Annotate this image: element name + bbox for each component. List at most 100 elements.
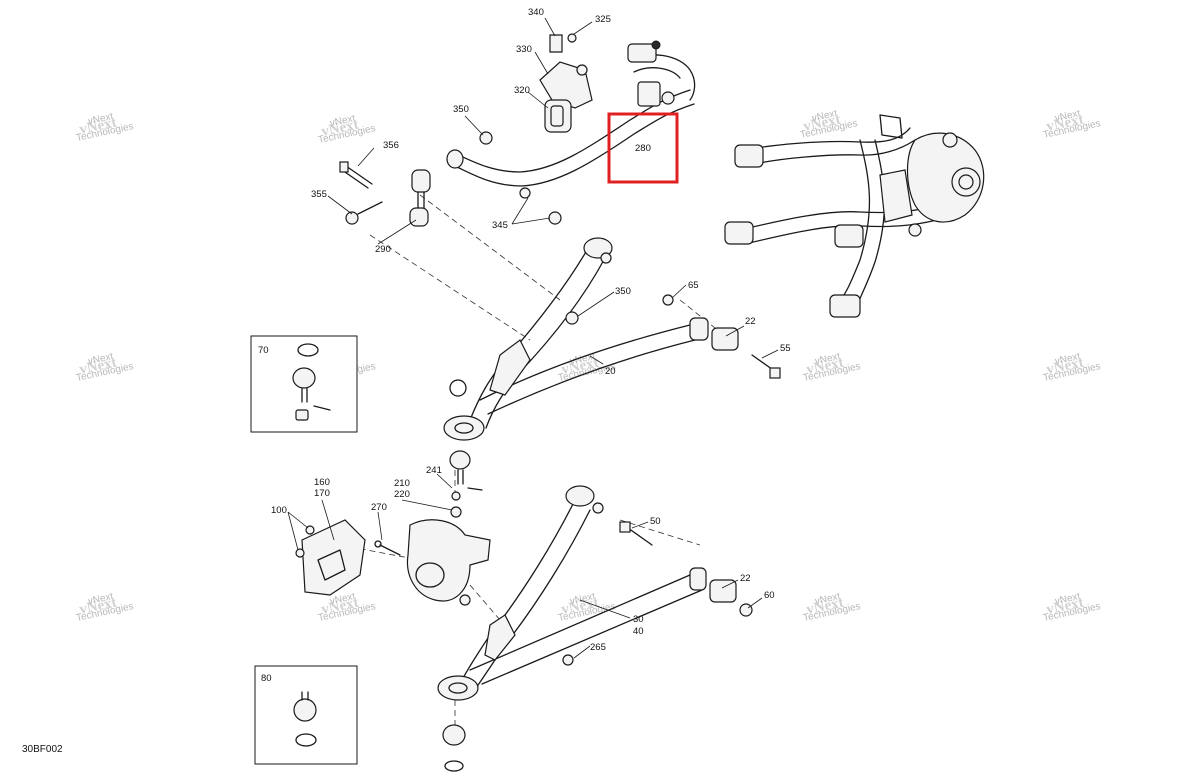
ball-joint	[292, 367, 316, 389]
bolt-icon	[549, 34, 563, 53]
callout-355: 355	[311, 189, 327, 200]
link-bushing-top	[411, 169, 431, 193]
callout-22: 22	[740, 573, 751, 584]
watermark-line1: vNext	[1054, 591, 1082, 607]
knuckle-assembled	[906, 132, 985, 223]
bolt-icon	[357, 201, 383, 215]
circlip-icon	[297, 343, 319, 357]
sleeve	[711, 327, 739, 351]
sway-link-bushing	[637, 81, 661, 107]
callout-350: 350	[615, 286, 631, 297]
assembly-lines	[339, 194, 731, 740]
watermark-big: vNext	[78, 595, 118, 618]
circlip-icon	[449, 379, 467, 397]
ball-joint	[293, 698, 317, 722]
frame-bushing	[724, 221, 754, 245]
bolt-icon	[379, 544, 401, 556]
callouts: 340 325 330 320 350 356 355 345 290 280 …	[258, 7, 791, 684]
bolt-icon	[345, 165, 373, 185]
watermark-line1: vNext	[1054, 108, 1082, 124]
watermark-line1: vNext	[87, 111, 115, 127]
callout-80: 80	[261, 673, 272, 684]
ball-joint-housing	[443, 415, 485, 441]
knuckle-guard	[295, 506, 491, 606]
inset-box-70	[250, 335, 358, 433]
callout-220: 220	[394, 489, 410, 500]
nut-icon	[739, 603, 753, 617]
callout-320: 320	[514, 85, 530, 96]
callout-55: 55	[780, 343, 791, 354]
watermark-line1: vNext	[329, 591, 357, 607]
watermark-line1: vNext	[814, 351, 842, 367]
frame-bushing	[829, 294, 861, 318]
watermark-big: vNext	[320, 595, 360, 618]
watermark-line1: vNext	[87, 591, 115, 607]
steering-knuckle	[406, 519, 491, 602]
watermark-line1: vNext	[1054, 351, 1082, 367]
callout-40: 40	[633, 626, 644, 637]
callout-330: 330	[516, 44, 532, 55]
nut-icon	[519, 187, 531, 199]
sway-bar-end	[446, 149, 464, 169]
upper-a-arm	[443, 237, 781, 501]
callout-30: 30	[633, 614, 644, 625]
watermark-big: vNext	[805, 355, 845, 378]
callout-270: 270	[371, 502, 387, 513]
callout-100: 100	[271, 505, 287, 516]
watermark-line1: vNext	[329, 113, 357, 129]
callout-20: 20	[605, 366, 616, 377]
callout-22: 22	[745, 316, 756, 327]
callout-265: 265	[590, 642, 606, 653]
bolt-icon	[567, 33, 577, 43]
nut-icon	[295, 409, 309, 421]
watermarks: vNext vNext Technologies vNext vNext Tec…	[75, 108, 1101, 624]
screw-icon	[295, 548, 305, 558]
callout-160: 160	[314, 477, 330, 488]
bolt-icon	[627, 527, 653, 546]
watermark-big: vNext	[78, 355, 118, 378]
nut-icon	[548, 211, 562, 225]
callout-65: 65	[688, 280, 699, 291]
bushing-bracket	[539, 33, 593, 133]
ball-joint	[442, 724, 466, 746]
sway-link-top	[627, 43, 657, 63]
callout-60: 60	[764, 590, 775, 601]
callout-241: 241	[426, 465, 442, 476]
a-arm-bushing	[689, 567, 707, 591]
watermark-line1: vNext	[814, 591, 842, 607]
watermark-big: vNext	[560, 595, 600, 618]
nut-icon	[450, 506, 462, 518]
watermark-big: vNext	[1045, 595, 1085, 618]
nut-icon	[565, 311, 579, 325]
circlip-icon	[295, 733, 317, 747]
sway-bar	[446, 40, 696, 187]
nut-icon	[562, 654, 574, 666]
sleeve	[709, 579, 737, 603]
link-bushing-bottom	[409, 207, 429, 227]
brake-guard	[301, 519, 366, 596]
bolt-icon	[662, 294, 674, 306]
callout-170: 170	[314, 488, 330, 499]
leader-lines	[287, 17, 779, 659]
watermark-line1: vNext	[811, 108, 839, 124]
frame-bushing	[834, 224, 864, 248]
watermark-big: vNext	[1045, 112, 1085, 135]
callout-70: 70	[258, 345, 269, 356]
diagram-code: 30BF002	[22, 744, 63, 755]
callout-356: 356	[383, 140, 399, 151]
callout-50: 50	[650, 516, 661, 527]
nut-icon	[651, 40, 661, 50]
callout-340: 340	[528, 7, 544, 18]
callout-210: 210	[394, 478, 410, 489]
callout-345: 345	[492, 220, 508, 231]
frame-bushing	[734, 144, 764, 168]
inset-box-80	[254, 665, 358, 765]
watermark-big: vNext	[78, 115, 118, 138]
watermark-big: vNext	[805, 595, 845, 618]
a-arm-bushing	[565, 485, 595, 507]
watermark-big: vNext	[320, 117, 360, 140]
ball-joint-housing	[437, 675, 479, 701]
watermark-line1: vNext	[87, 351, 115, 367]
watermark-big: vNext	[1045, 355, 1085, 378]
